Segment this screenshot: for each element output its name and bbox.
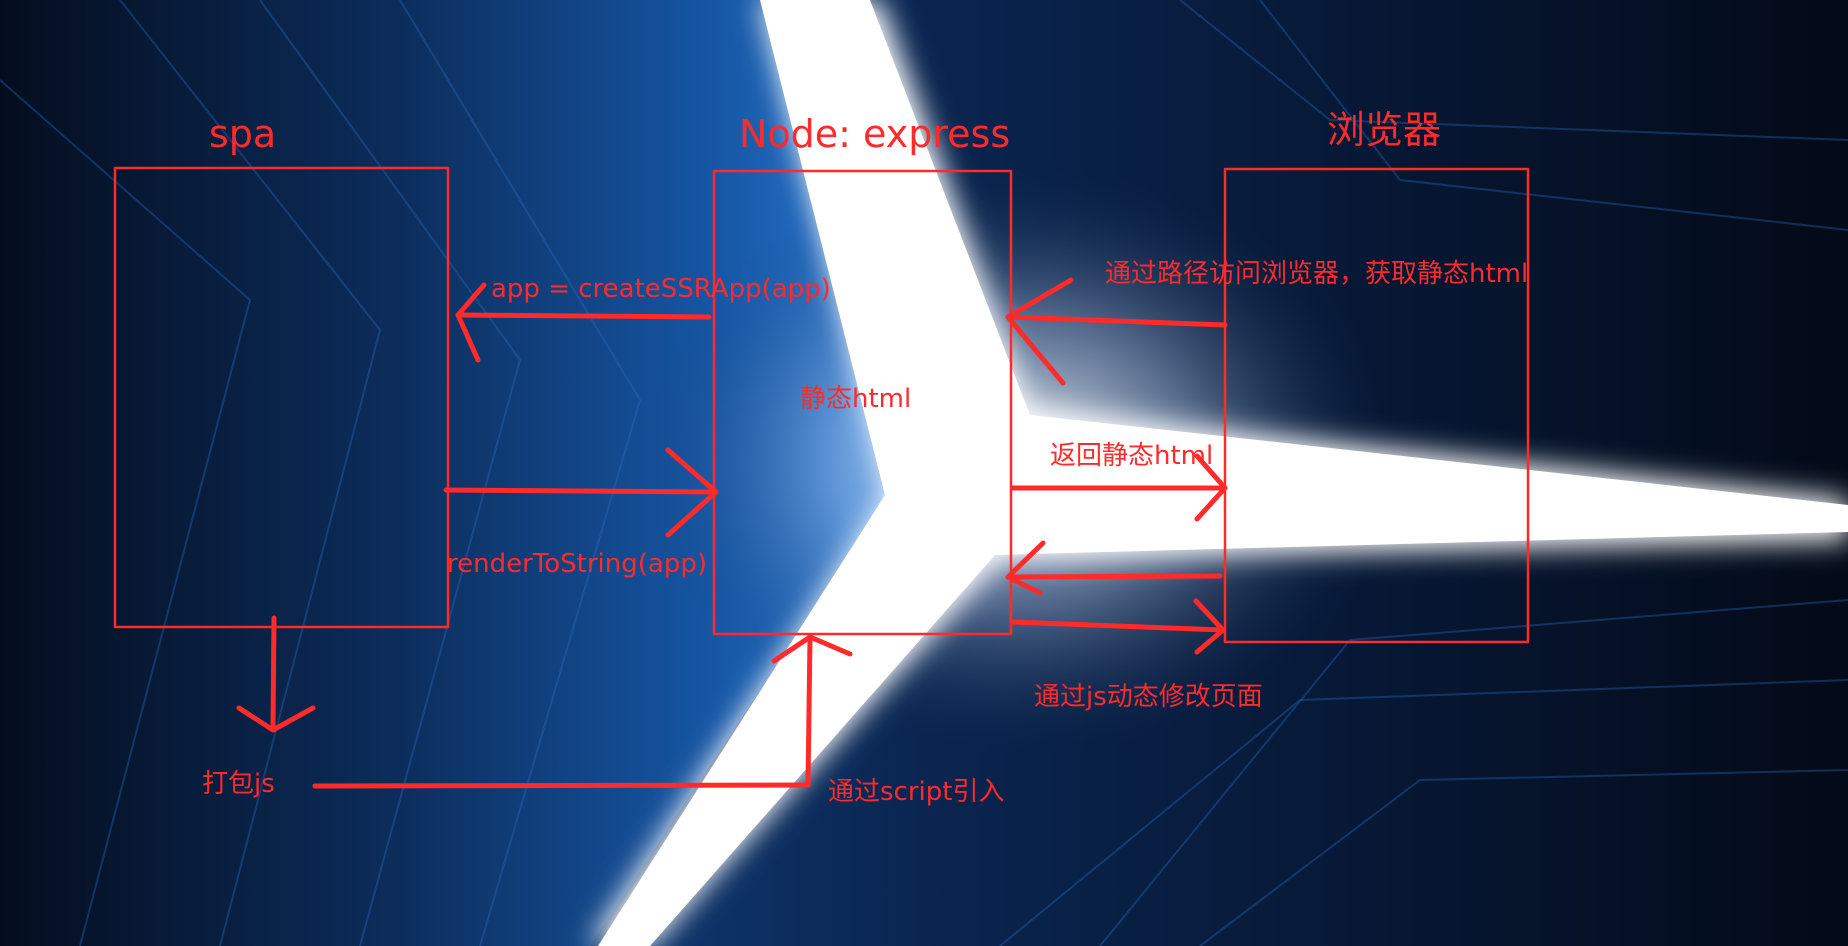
node-express-box bbox=[712, 169, 1013, 636]
arrow-js-to-node bbox=[1005, 540, 1223, 596]
arrow-bundle-js bbox=[236, 615, 316, 733]
spa-box bbox=[113, 166, 450, 629]
arrow-return-static-html bbox=[1010, 453, 1228, 522]
spa-title: spa bbox=[209, 112, 277, 156]
arrow-js-to-browser bbox=[1009, 598, 1226, 655]
bundle-js-label: 打包js bbox=[202, 769, 275, 799]
arrow-render-to-string bbox=[443, 447, 719, 538]
arrow-script-import bbox=[312, 634, 853, 789]
static-html-label: 静态html bbox=[800, 384, 912, 414]
browser-request-label: 通过路径访问浏览器，获取静态html bbox=[1105, 259, 1529, 289]
browser-box bbox=[1223, 167, 1530, 644]
arrow-create-ssr-app bbox=[455, 282, 712, 363]
create-ssr-app-label: app = createSSRApp(app) bbox=[491, 274, 831, 304]
dynamic-modify-label: 通过js动态修改页面 bbox=[1034, 682, 1263, 712]
browser-title: 浏览器 bbox=[1327, 108, 1442, 152]
node-express-title: Node: express bbox=[739, 112, 1011, 156]
render-to-string-label: renderToString(app) bbox=[447, 549, 707, 579]
return-static-html-label: 返回静态html bbox=[1050, 441, 1214, 471]
arrow-browser-request bbox=[1005, 277, 1228, 386]
script-import-label: 通过script引入 bbox=[828, 777, 1005, 807]
